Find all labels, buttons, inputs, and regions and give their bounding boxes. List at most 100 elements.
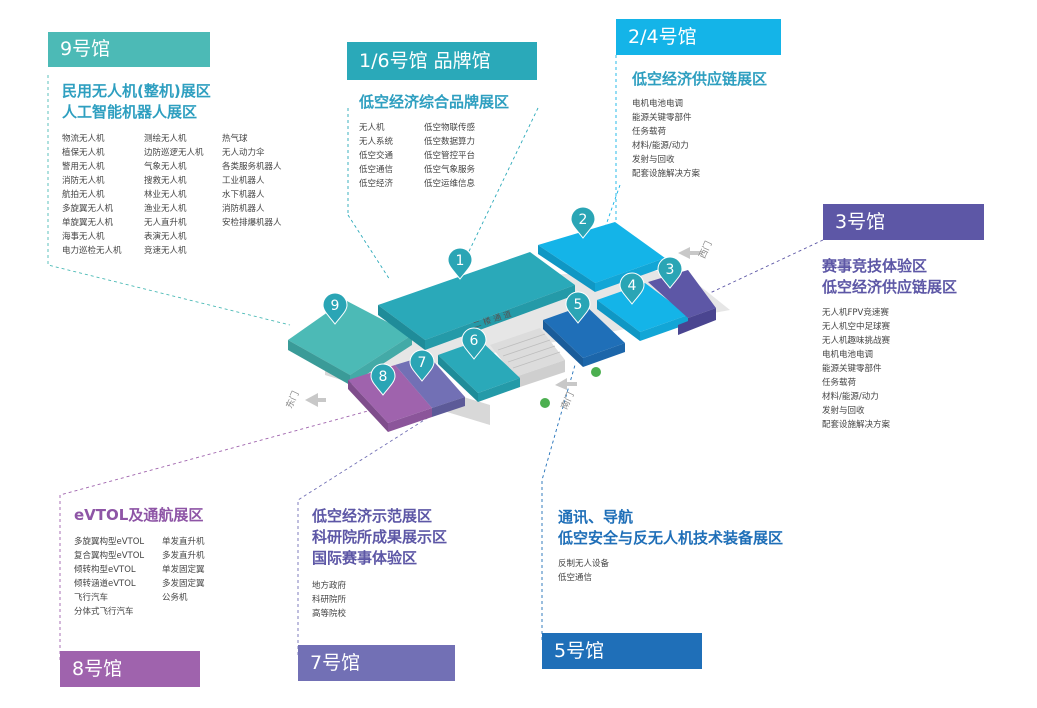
item-label: 无人动力伞 <box>222 148 265 158</box>
item-label: 低空通信 <box>359 165 394 175</box>
entrance-marker <box>540 398 550 408</box>
leader-line-1-a <box>347 214 391 281</box>
hall-1-6-tag: 1/6号馆 品牌馆 <box>347 42 537 80</box>
hall-8-tag: 8号馆 <box>60 651 200 687</box>
item-label: 任务载荷 <box>632 127 667 137</box>
item-label: 多发直升机 <box>162 551 205 561</box>
hall-pin-2: 2 <box>570 206 596 239</box>
hall-2-4-zone-title: 低空经济供应链展区 <box>632 70 768 88</box>
leader-line-9 <box>47 75 291 326</box>
item-label: 植保无人机 <box>62 148 105 158</box>
hall-1-block <box>378 252 575 340</box>
item-label: 多发固定翼 <box>162 579 205 589</box>
pin-number: 2 <box>579 212 588 228</box>
hall-7-zone-title: 低空经济示范展区 科研院所成果展示区 国际赛事体验区 <box>312 507 448 567</box>
hall-9-tag: 9号馆 <box>48 32 210 67</box>
item-label: 渔业无人机 <box>144 204 187 214</box>
hall-5-zone-title: 通讯、导航 低空安全与反无人机技术装备展区 <box>558 508 784 547</box>
item-label: 低空物联传感 <box>424 123 476 133</box>
item-label: 科研院所 <box>312 595 347 605</box>
item-label: 消防无人机 <box>62 176 105 186</box>
svg-text:南门: 南门 <box>558 390 576 411</box>
item-label: 分体式飞行汽车 <box>74 607 134 617</box>
central-plaza <box>490 328 565 377</box>
hall-8-zone-title: eVTOL及通航展区 <box>74 506 204 524</box>
item-label: 配套设施解决方案 <box>632 169 701 179</box>
svg-text:西门: 西门 <box>696 239 714 260</box>
item-label: 低空经济 <box>359 179 394 189</box>
hall-7-tag: 7号馆 <box>298 645 455 681</box>
hall-pin-3: 3 <box>657 256 683 289</box>
item-label: 林业无人机 <box>144 190 187 200</box>
item-label: 倾转构型eVTOL <box>74 565 136 575</box>
item-label: 多旋翼无人机 <box>62 204 114 214</box>
hall-pin-7: 7 <box>409 349 435 382</box>
item-label: 飞行汽车 <box>74 593 109 603</box>
item-label: 任务载荷 <box>822 378 857 388</box>
item-label: 单发固定翼 <box>162 565 205 575</box>
hall-pin-1: 1 <box>447 247 473 280</box>
hall-pin-8: 8 <box>370 363 396 396</box>
item-label: 电力巡检无人机 <box>62 246 122 256</box>
item-label: 无人机趣味挑战赛 <box>822 336 891 346</box>
item-label: 安检排爆机器人 <box>222 218 282 228</box>
item-label: 单旋翼无人机 <box>62 218 114 228</box>
item-label: 物流无人机 <box>62 134 105 144</box>
leader-line-8 <box>59 404 391 660</box>
hall-2-4-tag: 2/4号馆 <box>616 19 781 55</box>
item-label: 无人机FPV竞速赛 <box>822 308 889 318</box>
west-door: 西门 <box>678 239 715 260</box>
item-label: 单发直升机 <box>162 537 205 547</box>
item-label: 低空运维信息 <box>424 179 476 189</box>
item-label: 无人直升机 <box>144 218 187 228</box>
hall-6-block <box>438 340 520 393</box>
leader-line-3 <box>694 239 824 301</box>
item-label: 搜救无人机 <box>144 176 187 186</box>
pin-number: 7 <box>418 355 427 371</box>
pin-number: 9 <box>331 298 340 314</box>
item-label: 反制无人设备 <box>558 559 610 569</box>
item-label: 配套设施解决方案 <box>822 420 891 430</box>
hall-2-block <box>538 222 665 283</box>
hall-1-6-zone-title: 低空经济综合品牌展区 <box>359 93 510 111</box>
item-label: 电机电池电调 <box>632 99 684 109</box>
item-label: 测绘无人机 <box>144 134 187 144</box>
hall-pin-6: 6 <box>461 327 487 360</box>
pin-number: 6 <box>470 333 479 349</box>
item-label: 无人机空中足球赛 <box>822 322 891 332</box>
hall-4-block <box>597 283 688 332</box>
pin-number: 8 <box>379 369 388 385</box>
item-label: 公务机 <box>162 593 188 603</box>
item-label: 无人系统 <box>359 137 394 147</box>
hall-5-tag: 5号馆 <box>542 633 702 669</box>
item-label: 高等院校 <box>312 609 347 619</box>
hall-9-block <box>288 300 412 375</box>
item-label: 低空通信 <box>558 573 593 583</box>
item-label: 多旋翼构型eVTOL <box>74 537 145 547</box>
item-label: 材料/能源/动力 <box>632 141 689 151</box>
item-label: 材料/能源/动力 <box>822 392 879 402</box>
item-label: 低空交通 <box>359 151 394 161</box>
hall-8-block <box>348 365 432 423</box>
item-label: 表演无人机 <box>144 232 187 242</box>
item-label: 电机电池电调 <box>822 350 874 360</box>
item-label: 低空气象服务 <box>424 165 476 175</box>
item-label: 警用无人机 <box>62 162 105 172</box>
east-door: 东门 <box>283 389 326 410</box>
item-label: 热气球 <box>222 134 248 144</box>
south-door: 南门 <box>555 378 577 411</box>
item-label: 消防机器人 <box>222 204 265 214</box>
item-label: 竞速无人机 <box>144 246 187 256</box>
item-label: 海事无人机 <box>62 232 105 242</box>
item-label: 航拍无人机 <box>62 190 105 200</box>
hall-pin-4: 4 <box>619 272 645 305</box>
item-label: 倾转涵道eVTOL <box>74 579 136 589</box>
item-label: 地方政府 <box>312 581 347 591</box>
item-label: 水下机器人 <box>222 190 265 200</box>
hall-pin-5: 5 <box>565 291 591 324</box>
item-label: 能源关键零部件 <box>822 364 882 374</box>
item-label: 工业机器人 <box>222 176 265 186</box>
hall-5-block <box>543 305 625 358</box>
item-label: 发射与回收 <box>632 155 675 165</box>
item-label: 能源关键零部件 <box>632 113 692 123</box>
